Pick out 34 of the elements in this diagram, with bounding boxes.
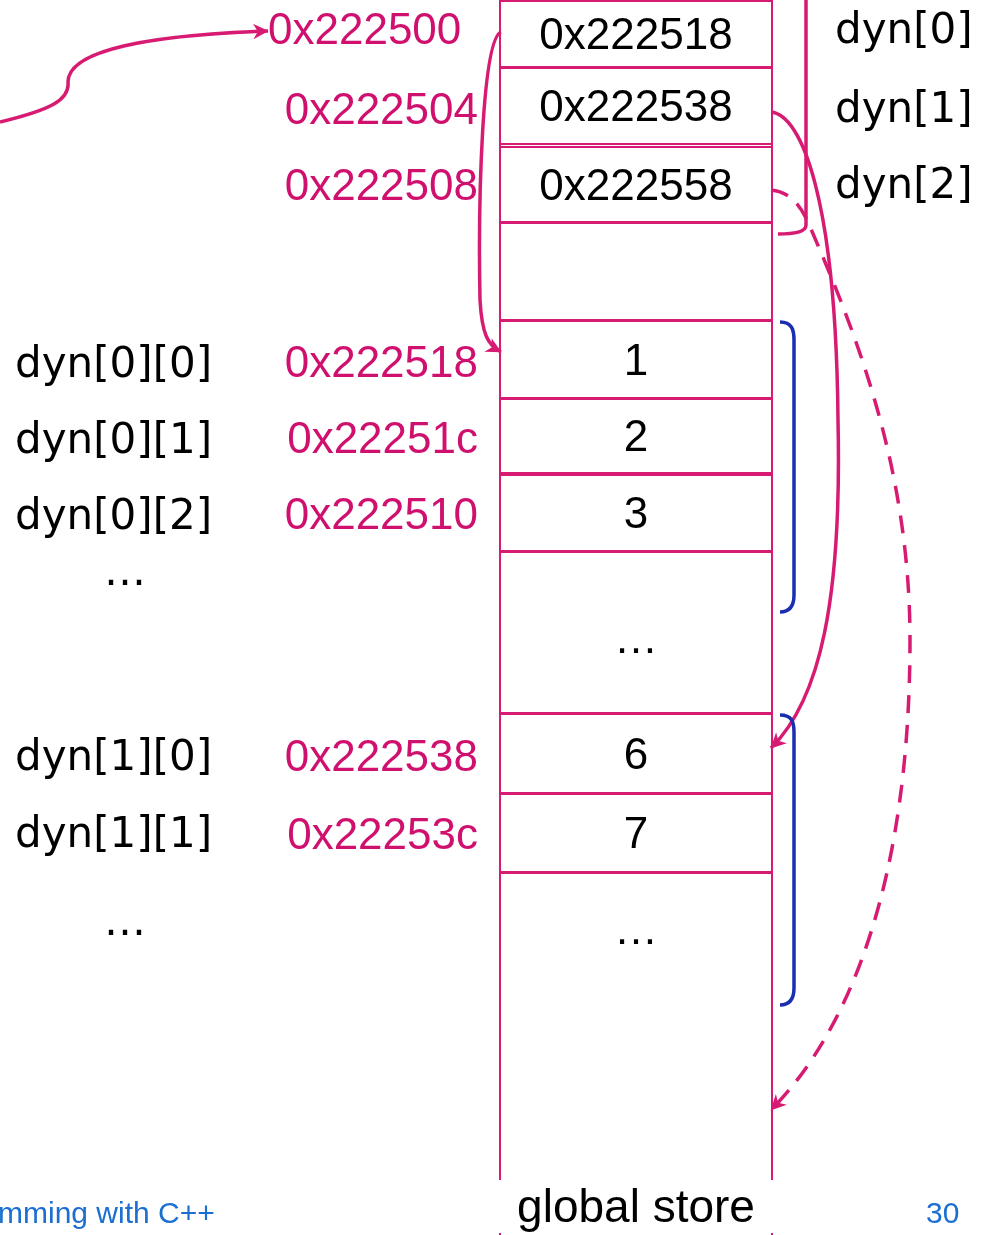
memory-cell: 0x222558	[501, 146, 771, 223]
variable-label: dyn[2]	[835, 163, 973, 205]
address-label: 0x222500	[268, 7, 462, 51]
address-label: 0x22253c	[287, 812, 478, 856]
memory-cell: 1	[501, 320, 771, 399]
variable-label: dyn[1][0]	[15, 735, 213, 777]
arrow	[769, 110, 841, 750]
ellipsis: …	[104, 550, 146, 592]
ellipsis: …	[104, 900, 146, 942]
memory-cell: 0x222518	[501, 0, 771, 68]
footer-text: mming with C++	[0, 1198, 215, 1228]
address-label: 0x222510	[284, 492, 478, 536]
memory-cell: …	[501, 551, 771, 714]
memory-cell: 6	[501, 713, 771, 794]
address-label: 0x22251c	[287, 416, 478, 460]
address-label: 0x222504	[284, 87, 478, 131]
page-number: 30	[926, 1198, 960, 1228]
variable-label: dyn[0][1]	[15, 418, 213, 460]
memory-cell: …	[501, 872, 771, 1185]
memory-cell	[501, 222, 771, 321]
memory-cell: 3	[501, 474, 771, 552]
memory-cell: 0x222538	[501, 67, 771, 145]
arrow	[477, 30, 503, 354]
arrow	[0, 24, 269, 124]
variable-label: dyn[1]	[835, 87, 973, 129]
address-label: 0x222508	[284, 163, 478, 207]
memory-cell: 7	[501, 793, 771, 873]
variable-label: dyn[0][0]	[15, 342, 213, 384]
address-label: 0x222518	[284, 340, 478, 384]
variable-label: dyn[0][2]	[15, 494, 213, 536]
address-label: 0x222538	[284, 734, 478, 778]
memory-cell: 2	[501, 398, 771, 474]
variable-label: dyn[1][1]	[15, 812, 213, 854]
variable-label: dyn[0]	[835, 8, 973, 50]
